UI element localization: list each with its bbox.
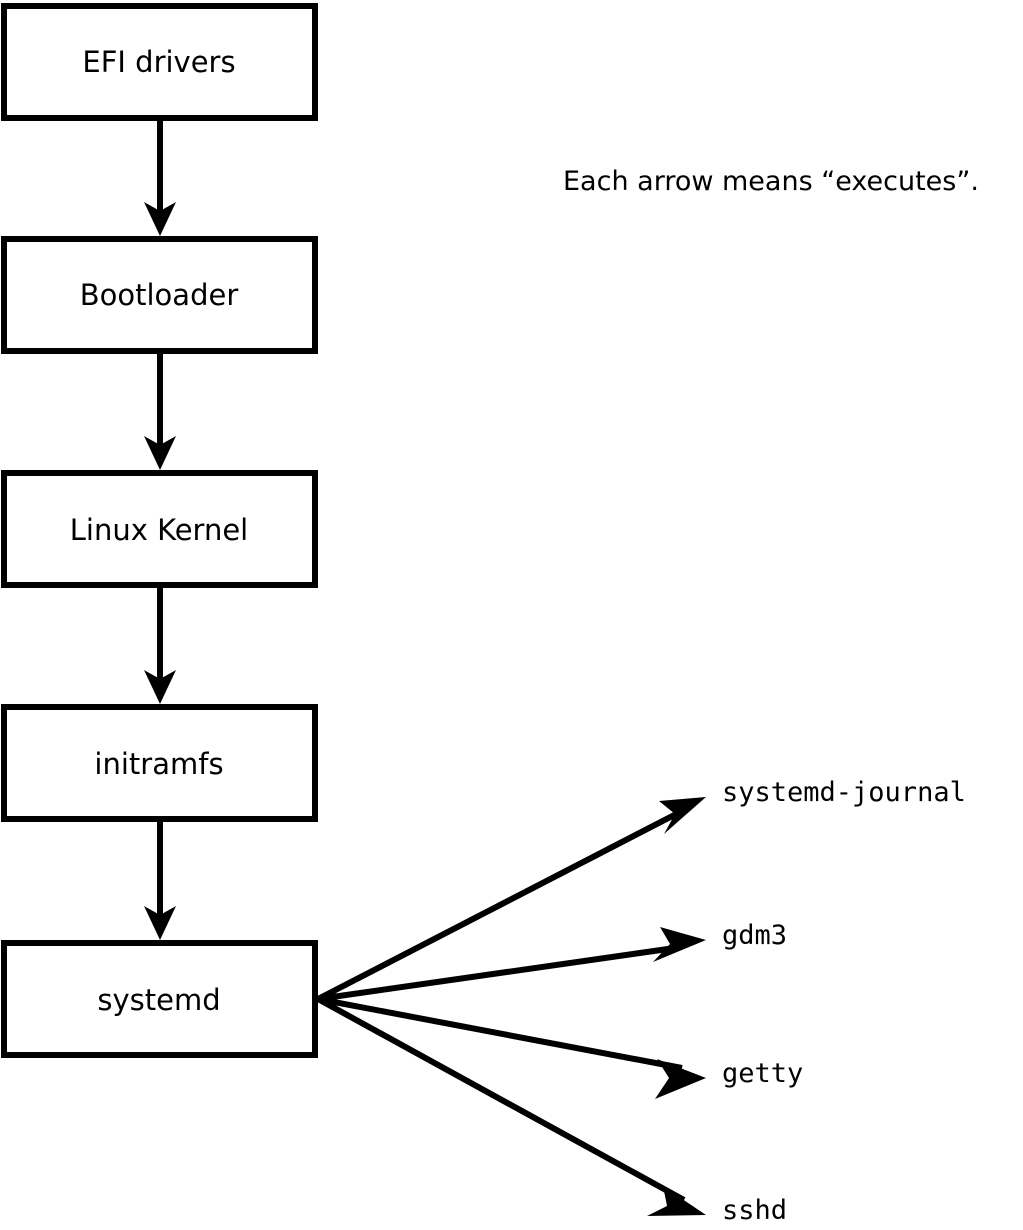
arrow-head-down-icon xyxy=(144,436,176,470)
node-box xyxy=(1,236,318,354)
service-label-systemd-journal[interactable]: systemd-journal xyxy=(722,777,966,808)
arrow-head-down-icon xyxy=(144,670,176,704)
node-initramfs[interactable]: initramfs xyxy=(1,704,318,822)
arrow-head-down-icon xyxy=(144,906,176,940)
node-box xyxy=(1,940,318,1058)
arrow-head-icon xyxy=(647,1186,706,1216)
arrow-head-icon xyxy=(659,797,706,834)
node-label: initramfs xyxy=(94,747,223,781)
connector-initramfs-to-systemd xyxy=(144,822,176,940)
node-linux-kernel[interactable]: Linux Kernel xyxy=(1,470,318,588)
node-label: Bootloader xyxy=(80,278,239,312)
node-label: systemd xyxy=(97,983,220,1017)
node-label: Linux Kernel xyxy=(70,513,248,547)
arrow-head-icon xyxy=(653,927,706,962)
connector-systemd-to-getty xyxy=(317,996,706,1099)
connector-kernel-to-initramfs xyxy=(144,588,176,704)
connector-systemd-to-systemd-journal xyxy=(316,797,706,1002)
connector-bootloader-to-kernel xyxy=(144,354,176,470)
node-systemd[interactable]: systemd xyxy=(1,940,318,1058)
connector-systemd-to-sshd xyxy=(316,996,706,1216)
connector-systemd-to-gdm3 xyxy=(317,927,706,1002)
connector-line xyxy=(317,944,683,1002)
node-box xyxy=(1,470,318,588)
arrow-head-icon xyxy=(655,1059,706,1099)
service-label-gdm3[interactable]: gdm3 xyxy=(722,920,787,951)
diagram-caption: Each arrow means “executes”. xyxy=(563,166,979,197)
service-label-getty[interactable]: getty xyxy=(722,1058,803,1089)
node-box xyxy=(1,3,318,121)
service-label-sshd[interactable]: sshd xyxy=(722,1195,787,1226)
connector-line xyxy=(317,996,683,1071)
connector-line xyxy=(316,996,686,1203)
arrow-head-down-icon xyxy=(144,202,176,236)
node-efi-drivers[interactable]: EFI drivers xyxy=(1,3,318,121)
node-label: EFI drivers xyxy=(82,45,235,79)
node-box xyxy=(1,704,318,822)
connector-efi-to-bootloader xyxy=(144,121,176,236)
connector-line xyxy=(316,807,686,1002)
node-bootloader[interactable]: Bootloader xyxy=(1,236,318,354)
